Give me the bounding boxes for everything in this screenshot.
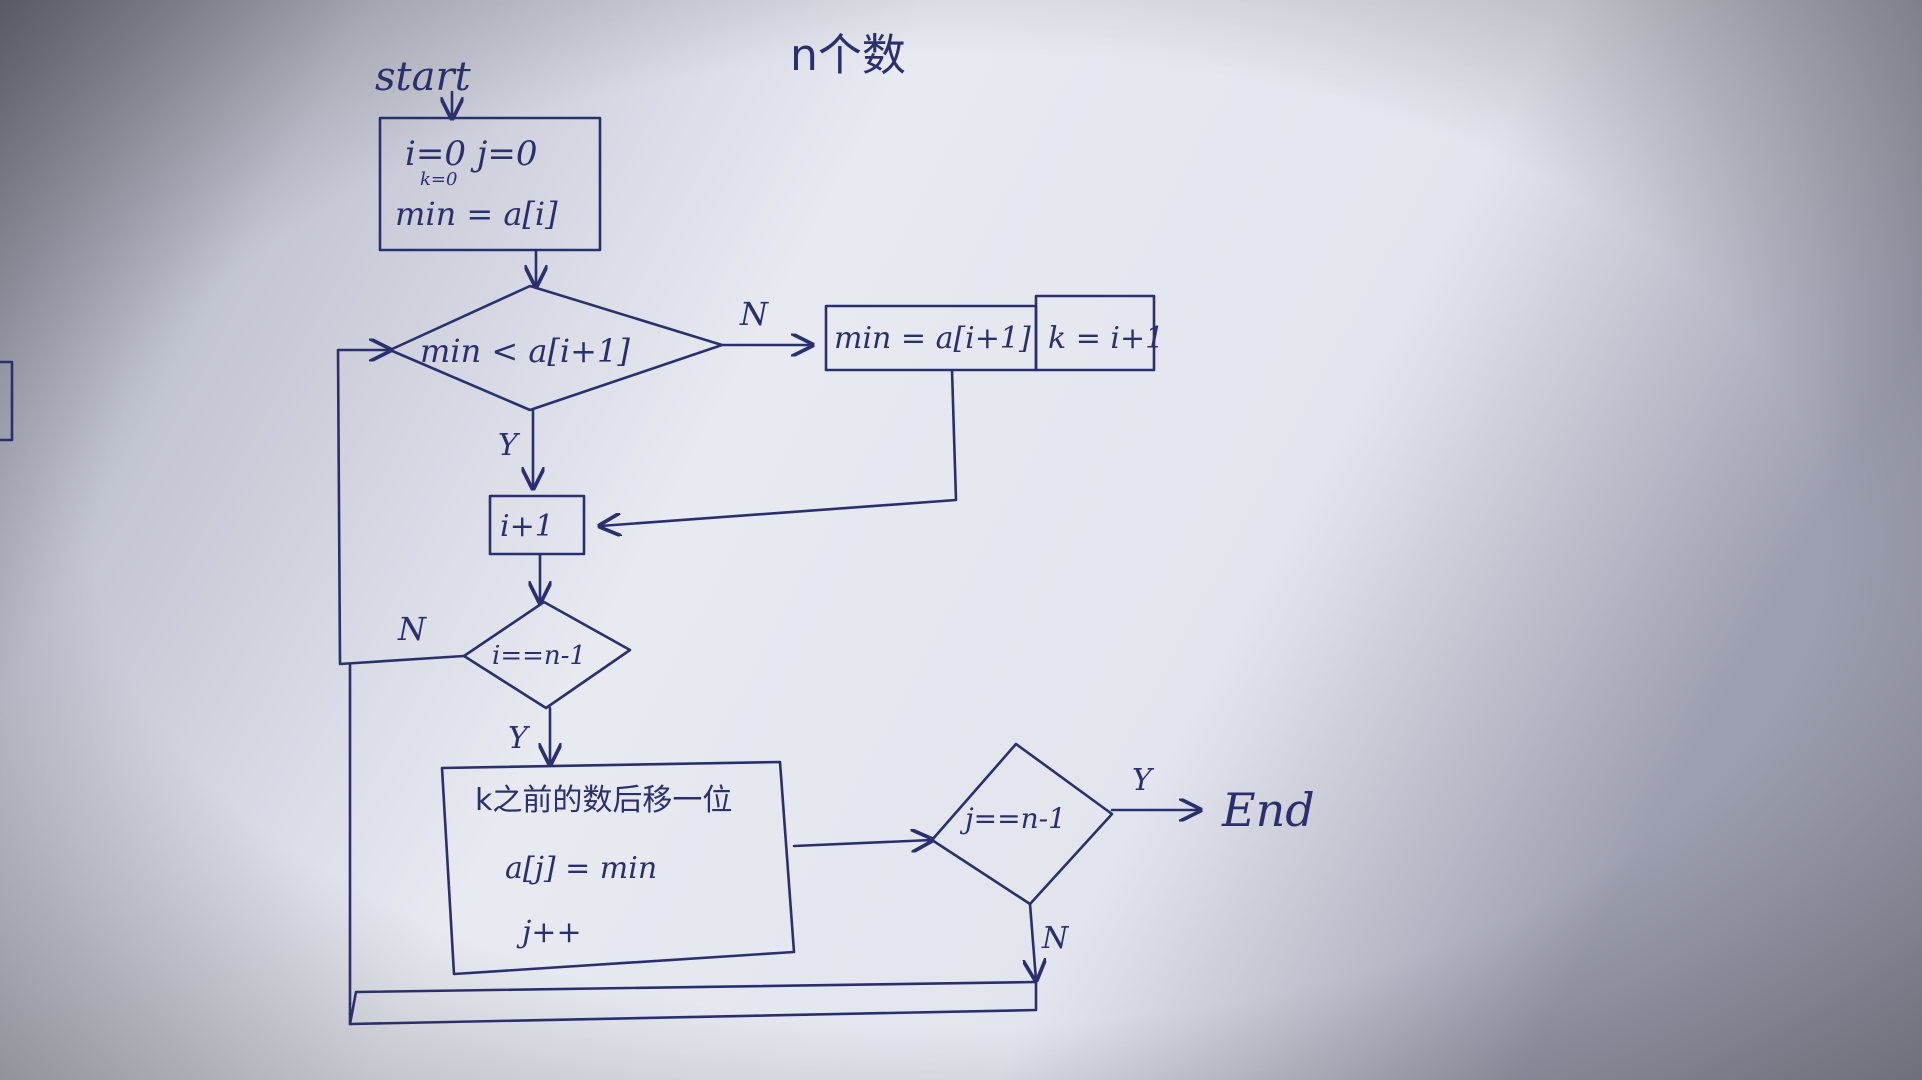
edge-shift-check-j	[792, 840, 932, 846]
shift-line2: a[j] = min	[505, 851, 657, 886]
end-label: End	[1221, 783, 1315, 837]
assign-k-label: k = i+1	[1048, 321, 1164, 356]
check-i-label: i==n-1	[492, 641, 586, 671]
assign-min-label: min = a[i+1]	[834, 321, 1031, 356]
assign-k-box	[1034, 294, 1156, 372]
check-j-yes-label: Y	[1132, 763, 1155, 798]
edge-mark	[0, 360, 14, 442]
init-line3: min = a[i]	[395, 195, 558, 233]
check-i-diamond	[462, 600, 632, 710]
compare-diamond	[388, 284, 724, 412]
edge-outer-loop-bottom	[348, 980, 1038, 1026]
init-box	[378, 116, 602, 252]
init-line2: k=0	[420, 169, 457, 190]
edge-assign-increment	[600, 368, 958, 526]
check-i-no-label: N	[397, 610, 427, 648]
diagram-title: n个数	[790, 30, 906, 81]
init-line1: i=0 j=0	[405, 134, 537, 174]
increment-i-label: i+1	[500, 509, 554, 544]
edge-check-j-no	[1030, 902, 1036, 980]
shift-line3: j++	[516, 915, 582, 950]
edge-check-i-no	[336, 350, 466, 666]
compare-no-label: N	[739, 295, 769, 333]
compare-label: min < a[i+1]	[420, 332, 630, 370]
shift-line1: k之前的数后移一位	[475, 783, 732, 818]
start-label: start	[375, 54, 472, 100]
shift-box	[440, 760, 796, 976]
check-j-no-label: N	[1041, 921, 1070, 956]
increment-i-box	[488, 494, 586, 556]
compare-yes-label: Y	[498, 428, 521, 463]
edge-outer-loop	[348, 662, 1038, 1026]
check-j-label: j==n-1	[959, 802, 1066, 835]
check-i-yes-label: Y	[508, 721, 531, 756]
